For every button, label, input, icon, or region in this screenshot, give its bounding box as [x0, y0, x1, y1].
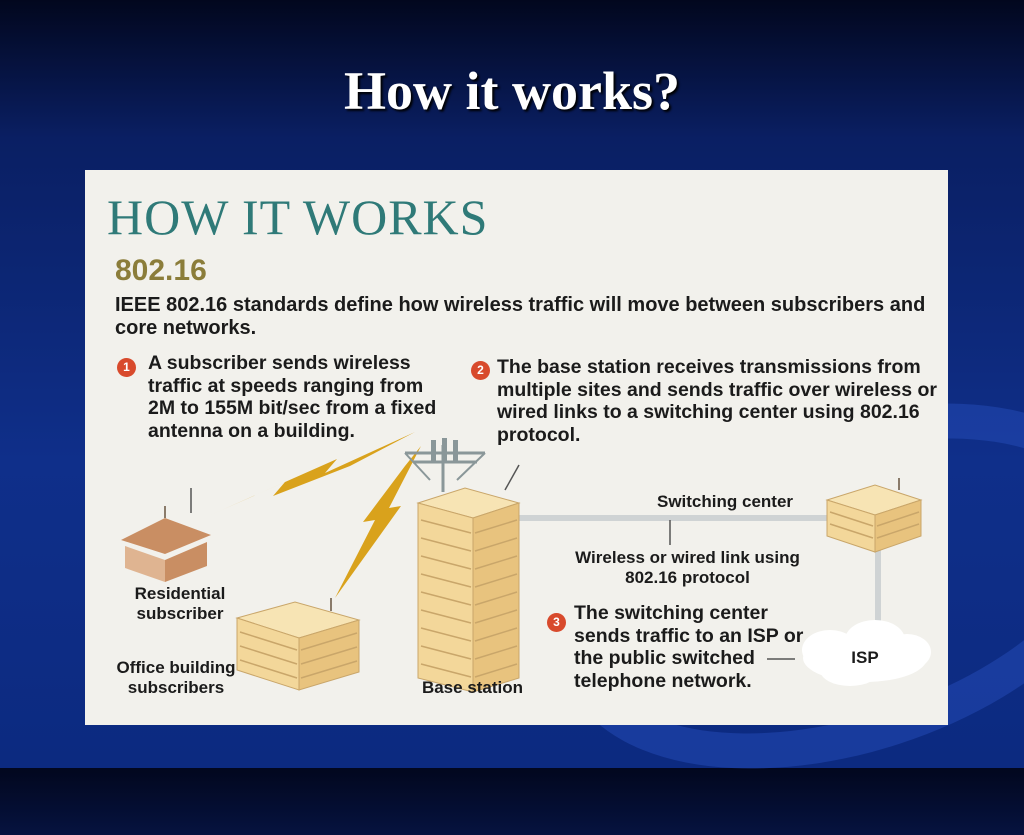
step-3-badge: 3	[547, 613, 566, 632]
lightning-bolt-icon	[335, 446, 421, 598]
link-label: Wireless or wired link using 802.16 prot…	[575, 548, 800, 587]
antenna-icon	[404, 438, 486, 492]
infographic-heading: HOW IT WORKS	[107, 189, 489, 245]
switching-center-building-icon	[825, 478, 923, 553]
intro-text: IEEE 802.16 standards define how wireles…	[115, 294, 926, 339]
office-subscribers-label: Office building subscribers	[116, 658, 236, 697]
slide-title: How it works?	[344, 61, 680, 121]
step-1-text: A subscriber sends wireless traffic at s…	[148, 352, 437, 442]
isp-label: ISP	[851, 648, 879, 667]
step-2-badge: 2	[471, 361, 490, 380]
lightning-bolt-icon	[197, 432, 415, 521]
base-station-building-icon	[416, 487, 521, 693]
residential-subscriber-label: Residential subscriber	[134, 584, 226, 623]
base-station-label: Base station	[421, 678, 524, 697]
house-icon	[121, 506, 211, 582]
step-2-text: The base station receives transmissions …	[497, 356, 937, 446]
infographic-panel: HOW IT WORKS 802.16 IEEE 802.16 standard…	[85, 170, 948, 725]
standard-name: 802.16	[115, 254, 207, 287]
cloud-icon	[802, 620, 931, 686]
switching-center-label: Switching center	[656, 492, 794, 511]
base-station-callout-line	[504, 464, 520, 491]
step-3-text: The switching center sends traffic to an…	[574, 602, 804, 692]
network-diagram	[121, 432, 931, 693]
office-building-icon	[235, 598, 361, 691]
step-1-badge: 1	[117, 358, 136, 377]
